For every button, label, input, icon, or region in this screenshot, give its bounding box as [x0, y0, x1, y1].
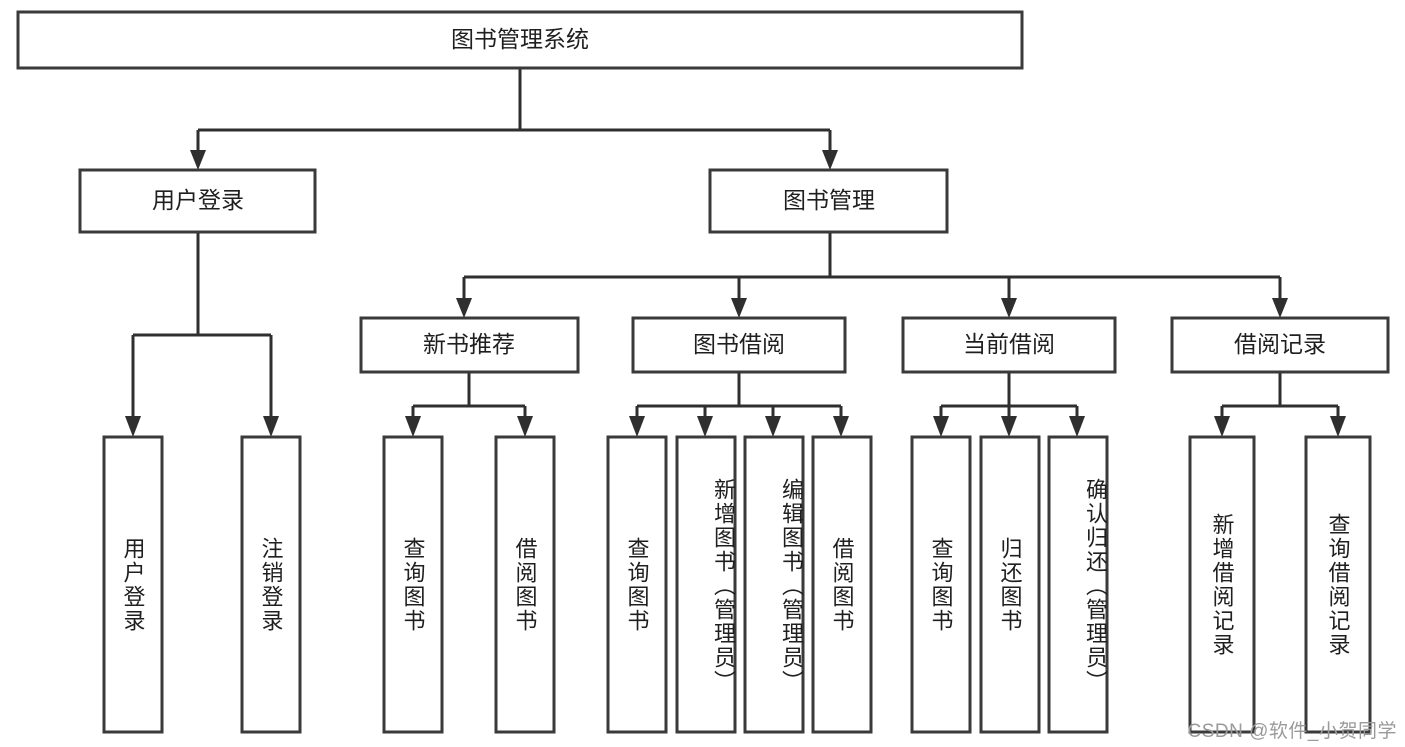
node-label-current-borrow: 当前借阅 — [963, 331, 1055, 357]
node-box-leaf-borrow-record-2[interactable] — [1304, 435, 1372, 734]
node-box-leaf-user-login-2[interactable] — [240, 435, 302, 734]
node-box-user-login[interactable] — [78, 168, 317, 234]
arrow-book-borrow-leaf-3-icon — [765, 416, 781, 437]
node-label-root: 图书管理系统 — [451, 26, 589, 52]
node-box-leaf-current-borrow-1[interactable] — [910, 435, 972, 734]
watermark-text: CSDN @软件_小贺同学 — [1187, 721, 1397, 742]
node-box-leaf-user-login-1[interactable] — [102, 435, 164, 734]
nodes-group: 图书管理系统 用户登录 图书管理 新书推荐 图书借阅 当前借阅 借阅记录 — [16, 10, 1390, 734]
node-label-book-borrow: 图书借阅 — [693, 331, 785, 357]
arrow-book-mgmt-to-new-book-icon — [456, 298, 472, 318]
arrow-new-book-leaf-2-icon — [517, 416, 533, 437]
node-label-borrow-record: 借阅记录 — [1234, 331, 1326, 357]
node-box-current-borrow[interactable] — [901, 316, 1117, 374]
node-box-root[interactable] — [16, 10, 1024, 70]
node-box-leaf-book-borrow-1[interactable] — [606, 435, 668, 734]
node-box-book-management[interactable] — [708, 168, 949, 234]
arrow-root-to-user-login-icon — [190, 150, 206, 170]
arrow-book-borrow-leaf-4-icon — [833, 416, 849, 437]
arrow-root-to-book-mgmt-icon — [822, 150, 838, 170]
node-box-leaf-new-book-2[interactable] — [494, 435, 556, 734]
node-box-leaf-book-borrow-3[interactable] — [743, 435, 805, 734]
node-box-leaf-current-borrow-2[interactable] — [979, 435, 1041, 734]
arrow-new-book-leaf-1-icon — [405, 416, 421, 437]
node-box-leaf-new-book-1[interactable] — [382, 435, 444, 734]
arrow-current-borrow-leaf-3-icon — [1069, 416, 1085, 437]
arrow-user-login-leaf-2-icon — [263, 416, 279, 437]
node-box-leaf-current-borrow-3[interactable] — [1047, 435, 1109, 734]
arrow-current-borrow-leaf-1-icon — [933, 416, 949, 437]
arrow-book-mgmt-to-current-borrow-icon — [1001, 298, 1017, 318]
node-box-book-borrow[interactable] — [631, 316, 847, 374]
arrow-current-borrow-leaf-2-icon — [1001, 416, 1017, 437]
node-label-book-management: 图书管理 — [783, 187, 875, 213]
arrow-book-borrow-leaf-2-icon — [697, 416, 713, 437]
node-box-leaf-book-borrow-2[interactable] — [675, 435, 737, 734]
node-box-leaf-borrow-record-1[interactable] — [1188, 435, 1256, 734]
node-label-user-login: 用户登录 — [152, 187, 244, 213]
arrow-user-login-leaf-1-icon — [125, 416, 141, 437]
arrow-book-borrow-leaf-1-icon — [629, 416, 645, 437]
arrow-borrow-record-leaf-2-icon — [1330, 416, 1346, 437]
node-label-new-book-recommend: 新书推荐 — [423, 331, 515, 357]
node-box-leaf-book-borrow-4[interactable] — [811, 435, 873, 734]
arrow-book-mgmt-to-borrow-record-icon — [1272, 298, 1288, 318]
node-box-new-book-recommend[interactable] — [359, 316, 580, 374]
arrow-borrow-record-leaf-1-icon — [1214, 416, 1230, 437]
node-box-borrow-record[interactable] — [1170, 316, 1390, 374]
connectors-group — [125, 68, 1346, 437]
arrow-book-mgmt-to-book-borrow-icon — [731, 298, 747, 318]
